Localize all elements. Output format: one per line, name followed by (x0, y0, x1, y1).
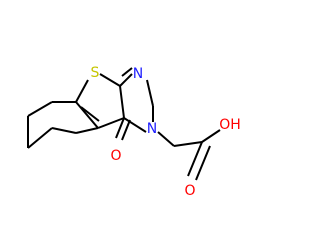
sulfur-label: S (91, 65, 100, 81)
bond (173, 141, 203, 147)
bond (75, 101, 99, 129)
bond (75, 79, 89, 103)
bond (121, 119, 131, 141)
nitrogen-label: N (147, 121, 157, 137)
bond (75, 127, 99, 134)
bond (27, 101, 53, 117)
bond (121, 67, 133, 77)
nitrogen-label: N (133, 66, 143, 82)
bond (195, 145, 211, 181)
bond (97, 117, 125, 129)
bond (187, 141, 203, 177)
bond (80, 106, 100, 122)
bond (123, 117, 147, 133)
bond (157, 131, 175, 147)
bond (27, 127, 53, 149)
bond (119, 85, 125, 119)
hydroxyl-label: OH (219, 117, 241, 133)
chemical-structure: S N N O O OH (27, 65, 241, 199)
carbonyl-oxygen-label: O (184, 183, 195, 199)
bond (146, 79, 154, 107)
ketone-oxygen-label: O (110, 148, 121, 164)
bond (119, 73, 133, 87)
bond (115, 117, 125, 139)
bond (51, 127, 77, 134)
bond (99, 73, 121, 87)
bond (201, 129, 221, 143)
